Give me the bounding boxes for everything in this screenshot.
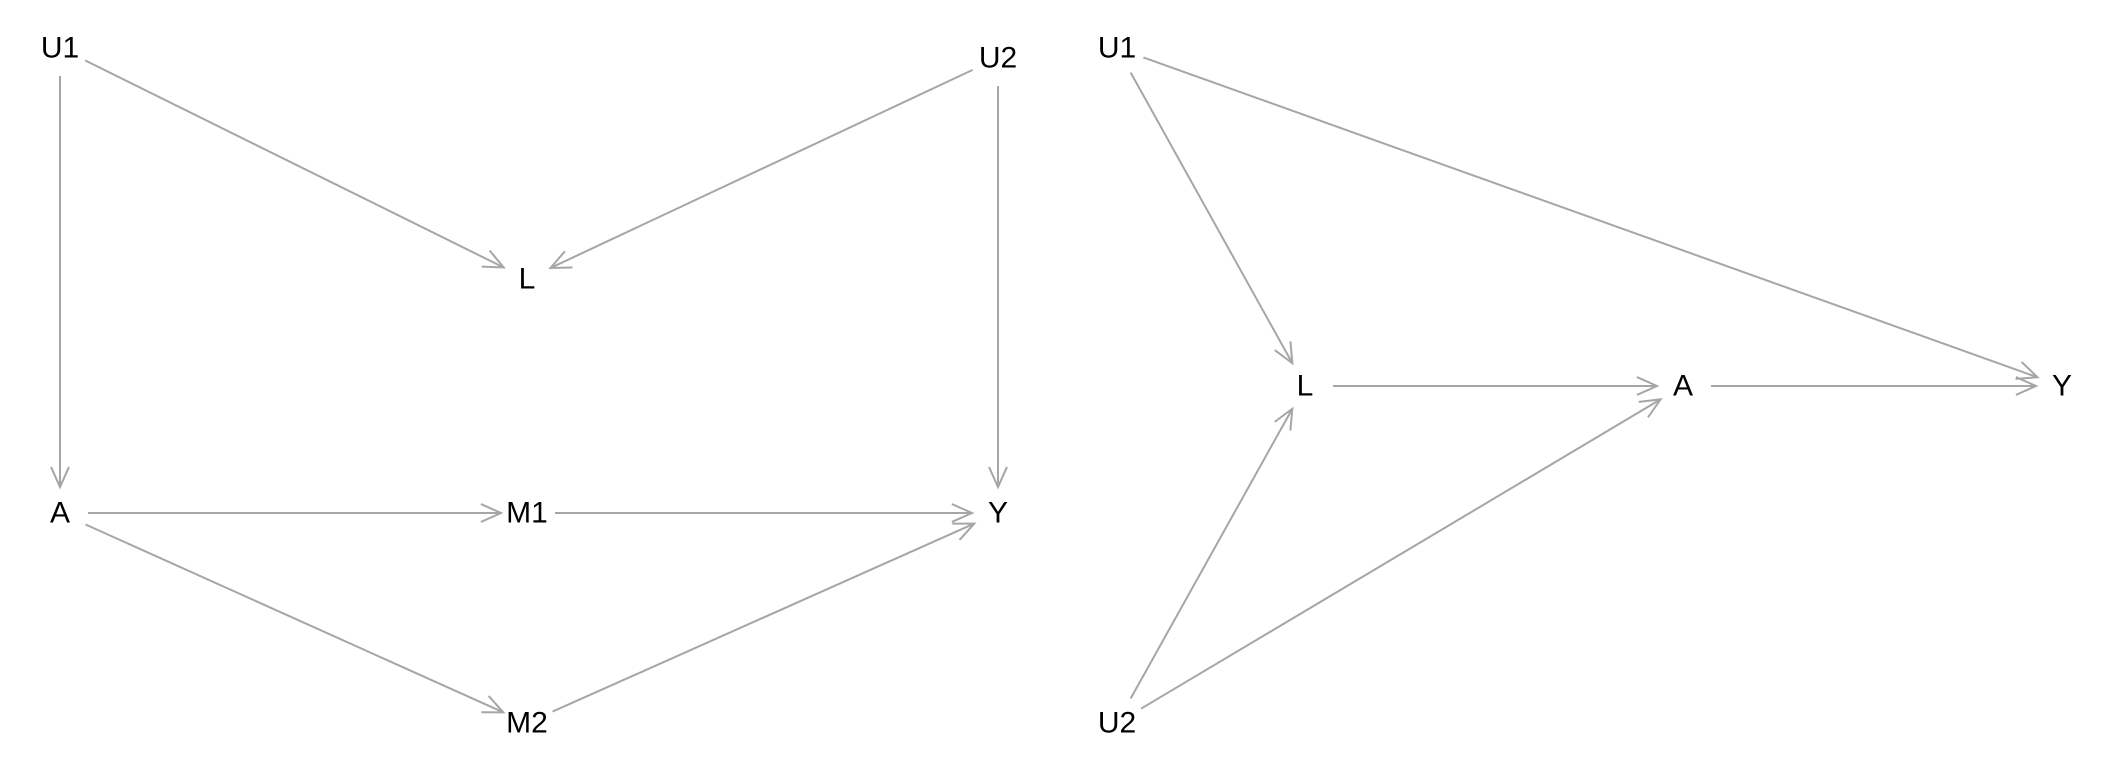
edge-left-dag-A-to-M2 (85, 523, 506, 714)
arrowhead-icon (1638, 398, 1663, 418)
edge-line (552, 522, 975, 713)
edge-line (1140, 398, 1662, 710)
node-left-dag-U1: U1 (41, 32, 79, 65)
arrowhead-icon (951, 503, 975, 523)
arrowhead-icon (952, 522, 977, 541)
node-right-dag-A: A (1673, 370, 1693, 403)
node-right-dag-L: L (1297, 370, 1314, 403)
arrowhead-icon (2015, 376, 2039, 396)
edge-right-dag-L-to-A (1333, 376, 1660, 396)
edges-layer (50, 56, 2040, 714)
edge-line (1143, 56, 2038, 379)
edge-left-dag-U2-to-Y (988, 86, 1008, 490)
edge-left-dag-U1-to-A (50, 76, 70, 490)
edge-line (1129, 71, 1294, 364)
edge-left-dag-U2-to-L (548, 68, 974, 269)
edge-right-dag-U1-to-L (1129, 71, 1294, 366)
arrowhead-icon (1274, 406, 1294, 431)
edge-left-dag-M2-to-Y (552, 522, 977, 713)
edge-left-dag-U1-to-L (84, 59, 506, 269)
edge-right-dag-U2-to-L (1129, 406, 1294, 700)
node-right-dag-U1: U1 (1098, 32, 1136, 65)
node-left-dag-U2: U2 (979, 42, 1017, 75)
edge-line (84, 59, 505, 269)
arrowhead-icon (548, 250, 573, 269)
node-left-dag-A: A (50, 497, 70, 530)
arrowhead-icon (481, 249, 506, 269)
edge-left-dag-A-to-M1 (88, 503, 504, 523)
arrowhead-icon (481, 695, 506, 714)
node-left-dag-Y: Y (988, 497, 1008, 530)
arrowhead-icon (988, 466, 1008, 490)
edge-right-dag-A-to-Y (1711, 376, 2039, 396)
arrowhead-icon (480, 503, 504, 523)
edge-line (85, 523, 504, 714)
arrowhead-icon (50, 466, 70, 490)
edge-left-dag-M1-to-Y (555, 503, 975, 523)
edge-line (1129, 408, 1294, 700)
edge-right-dag-U2-to-A (1140, 398, 1663, 710)
node-right-dag-U2: U2 (1098, 707, 1136, 740)
node-left-dag-L: L (519, 263, 536, 296)
arrowhead-icon (2015, 361, 2040, 380)
node-left-dag-M1: M1 (506, 497, 548, 530)
arrowhead-icon (1636, 376, 1660, 396)
arrowhead-icon (1274, 341, 1294, 366)
node-right-dag-Y: Y (2052, 370, 2072, 403)
edge-line (550, 68, 974, 269)
node-left-dag-M2: M2 (506, 707, 548, 740)
edge-right-dag-U1-to-Y (1143, 56, 2040, 380)
